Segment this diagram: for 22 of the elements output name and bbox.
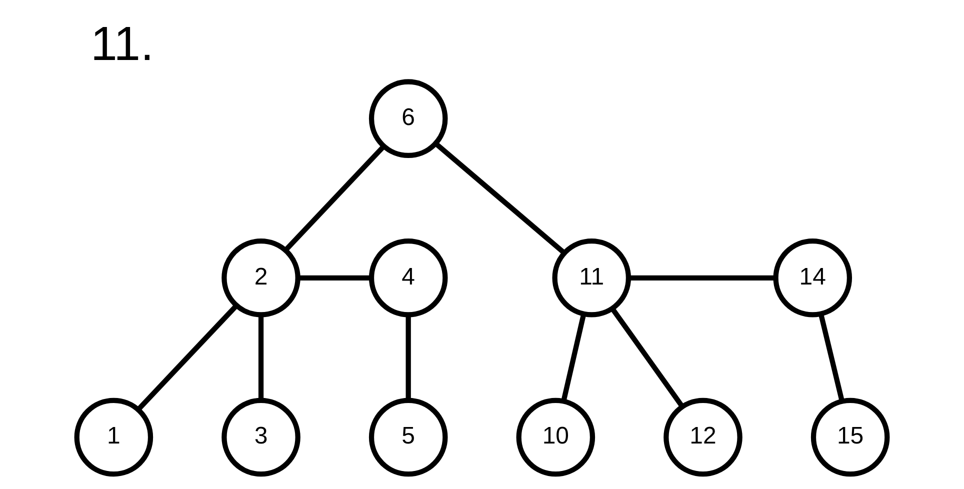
node-circle: 4 xyxy=(368,238,448,318)
node-circle: 2 xyxy=(222,238,300,318)
node-circle: 10 xyxy=(516,398,596,477)
connector xyxy=(136,304,238,412)
connector xyxy=(298,275,372,280)
node-circle: 15 xyxy=(810,398,890,477)
connector xyxy=(284,144,386,252)
node-circle: 11 xyxy=(552,238,632,318)
connector xyxy=(818,314,844,402)
node-circle: 5 xyxy=(368,398,448,477)
node-circle: 1 xyxy=(74,398,154,477)
node-circle: 3 xyxy=(222,398,300,477)
node-circle: 14 xyxy=(773,238,852,318)
diagram-title: 11. xyxy=(90,18,154,72)
connector xyxy=(561,314,586,402)
node-circle: 6 xyxy=(368,79,448,158)
connector xyxy=(258,315,264,400)
connector xyxy=(434,142,566,255)
node-circle: 12 xyxy=(664,398,742,477)
connector xyxy=(610,307,684,408)
connector xyxy=(406,315,411,400)
connector xyxy=(628,275,776,280)
